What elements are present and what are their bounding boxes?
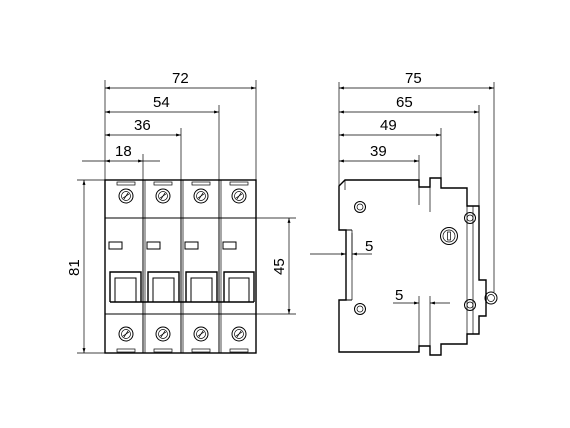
screw-icon: [193, 326, 209, 342]
pivot-icon: [440, 227, 458, 245]
dim-label-5-left: 5: [365, 238, 373, 255]
screw-icon: [231, 326, 247, 342]
top-terminal-screws: [118, 188, 247, 204]
side-view: 75 65 49 39 5 5: [310, 70, 498, 356]
screw-icon: [464, 212, 476, 224]
dim-label-72: 72: [172, 70, 189, 87]
dim-label-75: 75: [405, 70, 422, 87]
screw-icon: [118, 188, 134, 204]
screw-icon: [354, 201, 366, 213]
toggle-handles: [109, 271, 255, 303]
dim-label-65: 65: [396, 94, 413, 111]
screw-icon: [464, 299, 476, 311]
dim-label-81: 81: [66, 259, 83, 276]
screw-icon: [155, 188, 171, 204]
side-body-outline: [338, 177, 487, 356]
dim-label-39: 39: [370, 143, 387, 160]
dim-label-36: 36: [134, 117, 151, 134]
screw-icon: [155, 326, 171, 342]
latch-knob-icon: [484, 291, 498, 305]
dim-label-45: 45: [271, 258, 288, 275]
front-view: 72 54 36 18 81 45: [66, 70, 296, 354]
dim-label-18: 18: [115, 143, 132, 160]
dim-label-5-bottom: 5: [395, 287, 403, 304]
screw-icon: [118, 326, 134, 342]
screw-icon: [354, 303, 366, 315]
screw-icon: [193, 188, 209, 204]
screw-icon: [231, 188, 247, 204]
dim-label-54: 54: [153, 94, 170, 111]
dim-label-49: 49: [380, 117, 397, 134]
bottom-terminal-screws: [118, 326, 247, 342]
